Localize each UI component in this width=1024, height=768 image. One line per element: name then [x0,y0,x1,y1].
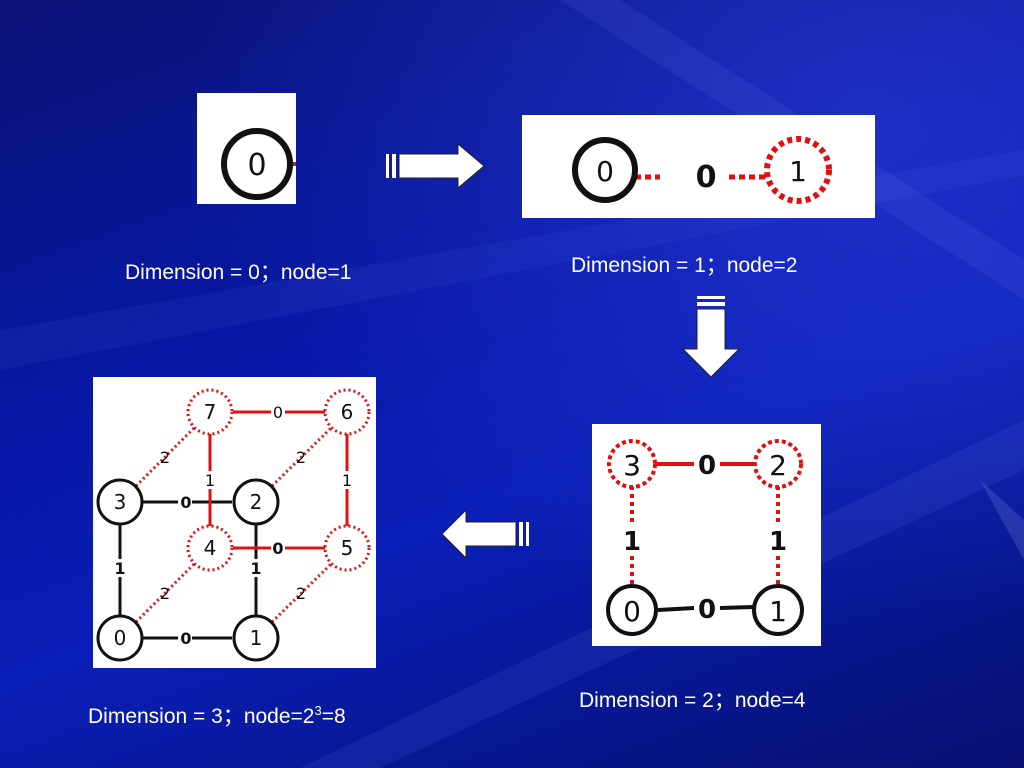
edge-label: 2 [296,584,306,603]
dimension-1-panel: 0 0 1 [522,115,875,218]
dimension-2-caption: Dimension = 2；node=4 [579,689,806,712]
edge-label: 0 [180,493,191,512]
dimension-1-diagram: 0 0 1 [572,136,832,204]
edge-label: 2 [160,584,170,603]
dimension-0-diagram: 0 [221,128,296,200]
edge-label: 1 [769,527,787,557]
node-label: 6 [341,400,354,424]
node-label: 0 [114,626,127,650]
edge-label: 1 [205,471,215,490]
dimension-0-caption: Dimension = 0；node=1 [125,261,352,284]
node-2 [753,439,803,489]
node-label: 7 [204,400,217,424]
node-7 [186,388,234,436]
node-label: 3 [114,490,127,514]
dimension-3-caption-result: =8 [321,705,346,728]
node-label: 1 [789,155,807,188]
edge-label: 1 [342,471,352,490]
edge-label: 1 [623,527,641,557]
node-label: 0 [247,148,266,183]
node-1 [752,584,804,636]
node-0 [606,584,658,636]
edge-label: 0 [272,539,283,558]
node-0 [572,137,638,203]
node-label: 2 [769,449,787,482]
node-label: 1 [250,626,263,650]
left-arrow-icon [441,508,529,560]
node-3 [607,439,657,489]
node-label: 4 [204,536,217,560]
edge-label: 0 [696,160,717,195]
node-label: 5 [341,536,354,560]
node-0 [96,614,144,662]
right-arrow-icon [386,142,485,190]
node-4 [186,524,234,572]
node-6 [323,388,371,436]
dimension-3-caption: Dimension = 3；node=23=8 [88,700,346,730]
dimension-0-panel: 0 [197,93,296,204]
edge-label: 1 [250,559,261,578]
edge-label: 1 [114,559,125,578]
node-label: 1 [769,595,787,628]
node-1 [764,136,832,204]
edge-label: 0 [273,403,283,422]
dimension-3-caption-text: Dimension = 3；node=2 [88,705,315,728]
exponent: 3 [314,703,322,718]
edge-label: 2 [296,448,306,467]
dimension-3-diagram: 0 0 0 0 1 1 1 1 2 2 2 2 7 6 4 5 [96,388,371,662]
node-label: 0 [596,155,614,188]
node-5 [323,524,371,572]
down-arrow-icon [682,296,741,378]
node-0 [221,128,293,200]
edge-label: 0 [698,451,716,481]
dimension-3-panel: 0 0 0 0 1 1 1 1 2 2 2 2 7 6 4 5 [93,377,376,668]
node-2 [232,478,280,526]
dimension-2-diagram: 0 1 1 0 3 2 0 1 [606,439,804,636]
node-label: 2 [250,490,263,514]
node-1 [232,614,280,662]
edge-label: 2 [160,448,170,467]
dimension-1-caption: Dimension = 1；node=2 [571,254,798,277]
edge-label: 0 [180,629,191,648]
dimension-2-panel: 0 1 1 0 3 2 0 1 [592,424,821,646]
node-label: 0 [623,595,641,628]
node-3 [96,478,144,526]
edge-label: 0 [698,595,716,625]
node-label: 3 [623,449,641,482]
